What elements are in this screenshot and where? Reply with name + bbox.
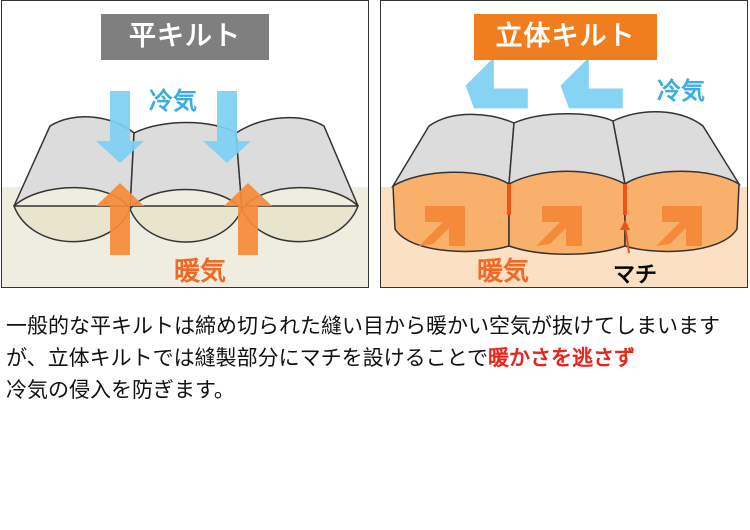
flat-warm-arrow-left [96, 183, 144, 255]
3d-warm-arrow-right [656, 206, 702, 246]
flat-cool-arrow-left [96, 91, 144, 163]
3d-quilt-panel: 立体キルト 冷気 暖気 マチ [380, 0, 748, 288]
description-text: 一般的な平キルトは締め切られた縫い目から暖かい空気が抜けてしまいますが、立体キル… [6, 310, 746, 406]
caption-part-1: 一般的な平キルトは締め切られた縫い目から暖かい空気が抜けてしまいますが、立体キル… [6, 314, 720, 370]
3d-warm-air-label: 暖気 [477, 257, 530, 287]
flat-cool-air-label: 冷気 [149, 87, 197, 115]
flat-cool-arrow-right [203, 91, 251, 163]
flat-warm-arrow-right [224, 183, 272, 255]
gusset-label: マチ [613, 263, 658, 288]
flat-quilt-title: 平キルト [101, 14, 269, 60]
3d-warm-arrow-center [536, 206, 582, 246]
flat-quilt-panel: 平キルト 冷気 暖気 [1, 0, 369, 288]
3d-quilt-title: 立体キルト [474, 14, 657, 60]
3d-cool-air-label: 冷気 [657, 77, 705, 105]
3d-quilt-illustration [381, 57, 747, 287]
flat-warm-air-label: 暖気 [174, 257, 227, 287]
3d-warm-arrow-left [419, 206, 465, 246]
flat-filling [12, 205, 360, 243]
caption-highlight: 暖かさを逃さず [487, 346, 635, 370]
3d-cool-arrow-right [560, 57, 623, 109]
gusset-pointer-head [620, 220, 630, 230]
caption-part-2: 冷気の侵入を防ぎます。 [6, 378, 235, 402]
flat-quilt-illustration [2, 91, 368, 287]
flat-puff-right [235, 116, 359, 211]
